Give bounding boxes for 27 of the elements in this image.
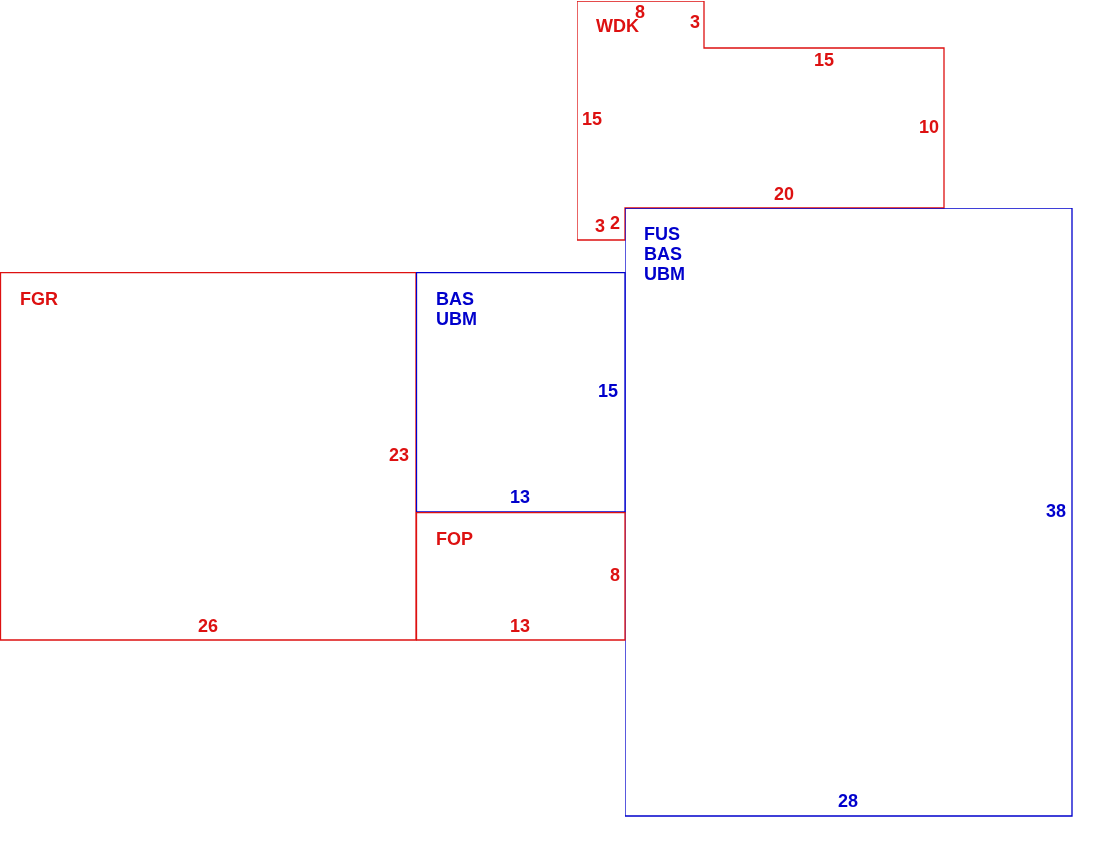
dimension-label: 28 [838, 791, 858, 811]
room-code: FUS [644, 224, 681, 244]
room-code: FOP [436, 529, 473, 549]
room-outline [416, 272, 626, 513]
dimension-label: 3 [595, 216, 605, 236]
room-code: UBM [644, 264, 685, 284]
dimension-label: 38 [1046, 501, 1066, 521]
dimension-label: 2 [610, 213, 620, 233]
dimension-label: 3 [690, 12, 700, 32]
dimension-label: 13 [510, 616, 530, 636]
dimension-label: 23 [389, 445, 409, 465]
dimension-label: 8 [610, 565, 620, 585]
dimension-label: 26 [198, 616, 218, 636]
room-code: UBM [436, 309, 477, 329]
room-code: FGR [20, 289, 58, 309]
room-outline [416, 512, 626, 641]
room-outline [0, 272, 417, 641]
dimension-label: 15 [582, 109, 602, 129]
dimension-label: 15 [598, 381, 618, 401]
room-outline [577, 1, 945, 241]
dimension-label: 20 [774, 184, 794, 204]
room-code: BAS [436, 289, 475, 309]
room-outline [625, 208, 1073, 817]
dimension-label: 13 [510, 487, 530, 507]
dimension-label: 10 [919, 117, 939, 137]
room-code: BAS [644, 244, 683, 264]
dimension-label: 15 [814, 50, 834, 70]
